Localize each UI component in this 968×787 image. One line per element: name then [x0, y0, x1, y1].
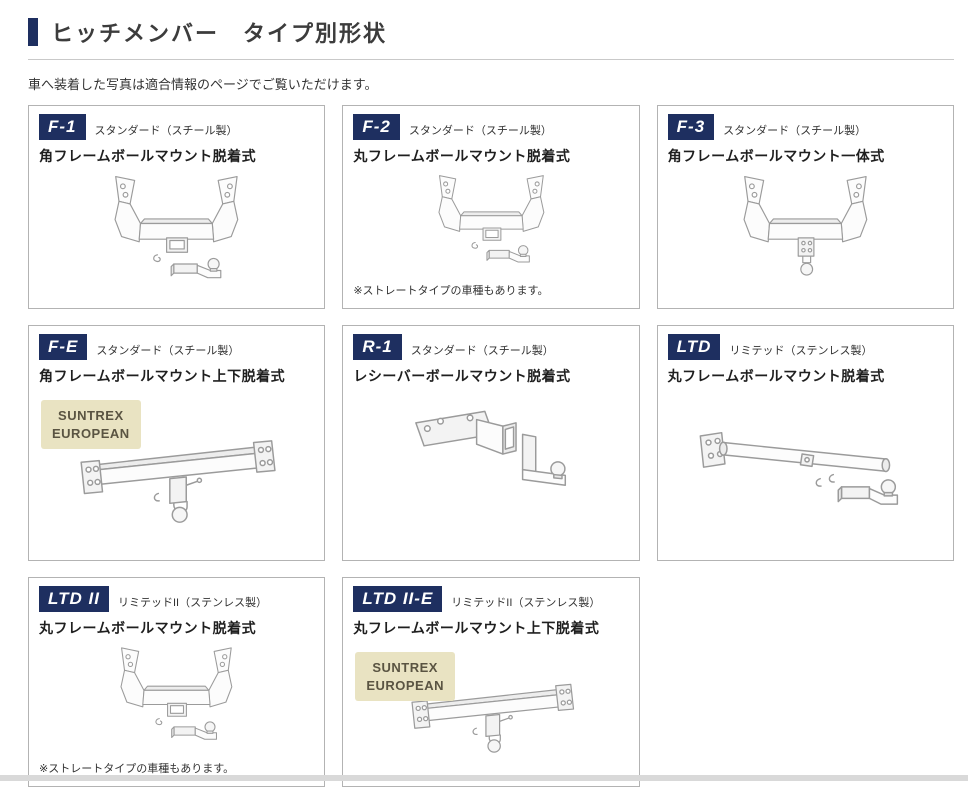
- type-description: 角フレームボールマウント脱着式: [39, 148, 257, 164]
- hitch-card-f3: F-3 スタンダード（スチール製） 角フレームボールマウント一体式: [656, 105, 954, 309]
- receiver-detachable-illustration: [362, 390, 621, 546]
- illustration-area: [39, 638, 314, 760]
- type-description: 丸フレームボールマウント脱着式: [39, 620, 257, 636]
- type-description: 丸フレームボールマウント脱着式: [667, 368, 885, 384]
- square-frame-detachable-illustration: [47, 642, 306, 754]
- square-frame-integrated-illustration: [676, 170, 935, 294]
- suntrex-badge-line1: SUNTREX: [372, 660, 438, 675]
- type-badge: R-1: [353, 334, 402, 360]
- type-badge: F-1: [39, 114, 86, 140]
- grade-label: リミテッドII（ステンレス製）: [451, 597, 601, 609]
- hitch-card-f1: F-1 スタンダード（スチール製） 角フレームボールマウント脱着式: [28, 105, 326, 309]
- grade-label: スタンダード（スチール製）: [94, 125, 238, 137]
- round-tube-detachable-illustration: [676, 390, 935, 546]
- type-badge: LTD II: [39, 586, 109, 612]
- type-description: 丸フレームボールマウント上下脱着式: [353, 620, 600, 636]
- card-header: LTD II リミテッドII（ステンレス製）: [39, 586, 314, 612]
- suntrex-european-badge: SUNTREX EUROPEAN: [355, 652, 456, 702]
- grade-label: スタンダード（スチール製）: [410, 345, 554, 357]
- illustration-area: [353, 166, 628, 282]
- illustration-area: [668, 386, 943, 552]
- type-description: レシーバーボールマウント脱着式: [353, 368, 571, 384]
- card-header: F-1 スタンダード（スチール製）: [39, 114, 314, 140]
- hitch-card-fe: F-E スタンダード（スチール製） 角フレームボールマウント上下脱着式 SUNT…: [28, 325, 326, 561]
- hitch-card-ltd2: LTD II リミテッドII（ステンレス製） 丸フレームボールマウント脱着式 ※…: [28, 577, 326, 787]
- intro-note: 車へ装着した写真は適合情報のページでご覧いただけます。: [28, 77, 378, 92]
- card-header: LTD II-E リミテッドII（ステンレス製）: [353, 586, 628, 612]
- card-header: F-2 スタンダード（スチール製）: [353, 114, 628, 140]
- hitch-type-grid: F-1 スタンダード（スチール製） 角フレームボールマウント脱着式 F-2 スタ…: [28, 105, 954, 787]
- suntrex-badge-line1: SUNTREX: [58, 408, 124, 423]
- illustration-area: SUNTREX EUROPEAN: [353, 638, 628, 778]
- card-header: LTD リミテッド（ステンレス製）: [667, 334, 943, 360]
- suntrex-european-badge: SUNTREX EUROPEAN: [41, 400, 141, 450]
- page-title: ヒッチメンバー タイプ別形状: [51, 21, 388, 46]
- card-header: R-1 スタンダード（スチール製）: [353, 334, 628, 360]
- type-badge: F-2: [353, 114, 400, 140]
- card-header: F-3 スタンダード（スチール製）: [667, 114, 943, 140]
- illustration-area: [39, 166, 314, 300]
- footnote: ※ストレートタイプの車種もあります。: [353, 285, 549, 297]
- illustration-area: [353, 386, 628, 552]
- round-frame-detachable-illustration: [362, 170, 621, 276]
- grade-label: リミテッドII（ステンレス製）: [117, 597, 268, 609]
- type-description: 丸フレームボールマウント脱着式: [353, 148, 571, 164]
- type-description: 角フレームボールマウント一体式: [667, 148, 885, 164]
- suntrex-badge-line2: EUROPEAN: [366, 677, 445, 693]
- hitch-card-ltd2e: LTD II-E リミテッドII（ステンレス製） 丸フレームボールマウント上下脱…: [342, 577, 640, 787]
- type-badge: F-3: [667, 114, 715, 140]
- illustration-area: [668, 166, 943, 300]
- section-header: ヒッチメンバー タイプ別形状: [28, 16, 954, 60]
- square-frame-detachable-illustration: [47, 170, 306, 294]
- hitch-card-ltd: LTD リミテッド（ステンレス製） 丸フレームボールマウント脱着式: [656, 325, 954, 561]
- type-badge: LTD: [667, 334, 721, 360]
- page-bottom-divider: [0, 775, 968, 781]
- title-accent-bar: [28, 18, 38, 46]
- grade-label: スタンダード（スチール製）: [408, 125, 552, 137]
- type-badge: F-E: [39, 334, 88, 360]
- grade-label: リミテッド（ステンレス製）: [729, 345, 873, 357]
- hitch-card-r1: R-1 スタンダード（スチール製） レシーバーボールマウント脱着式: [342, 325, 640, 561]
- grade-label: スタンダード（スチール製）: [96, 345, 240, 357]
- type-description: 角フレームボールマウント上下脱着式: [39, 368, 286, 384]
- type-badge: LTD II-E: [353, 586, 443, 612]
- illustration-area: SUNTREX EUROPEAN: [39, 386, 314, 552]
- footnote: ※ストレートタイプの車種もあります。: [39, 763, 235, 775]
- card-header: F-E スタンダード（スチール製）: [39, 334, 314, 360]
- suntrex-badge-line2: EUROPEAN: [52, 425, 130, 441]
- hitch-card-f2: F-2 スタンダード（スチール製） 丸フレームボールマウント脱着式 ※ストレート…: [342, 105, 640, 309]
- grade-label: スタンダード（スチール製）: [723, 125, 867, 137]
